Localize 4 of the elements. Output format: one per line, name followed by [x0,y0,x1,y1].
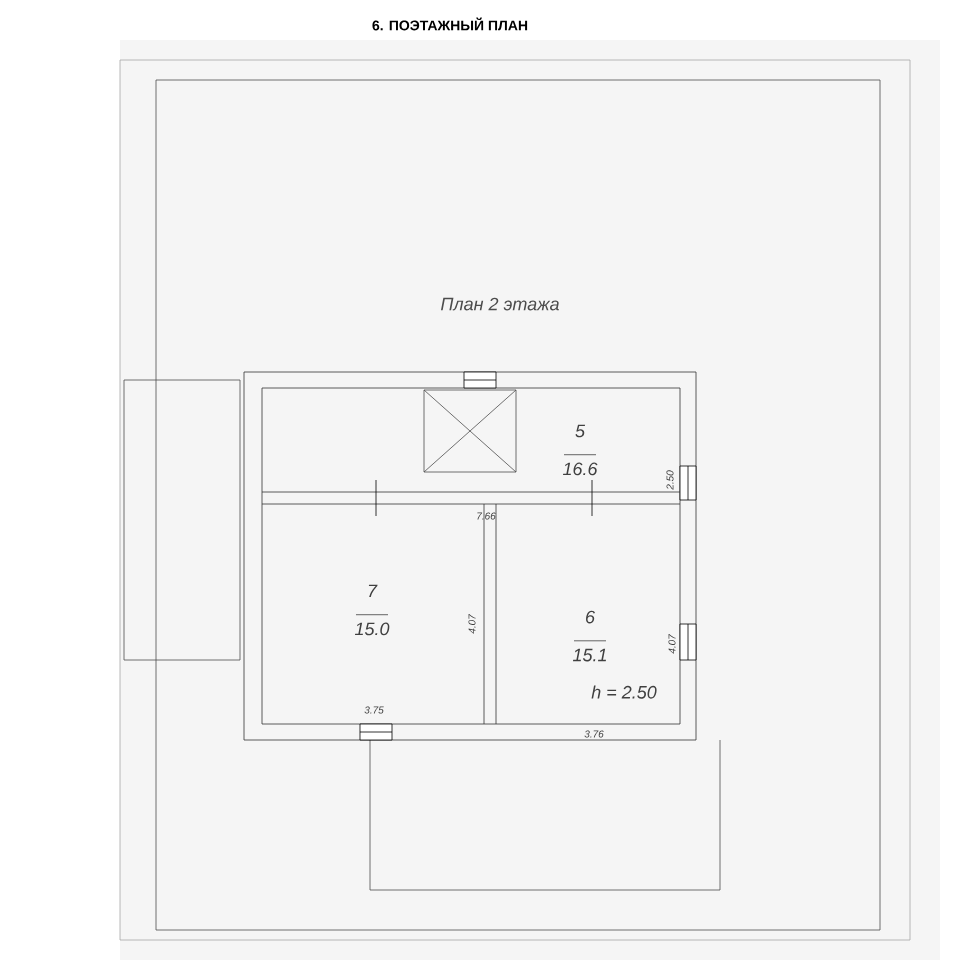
room-label: 5 16.6 [562,424,598,476]
room-label: 7 15.0 [354,584,390,636]
dimension-label: h = 2.50 [591,685,657,699]
plan-title: План 2 этажа [441,297,559,311]
